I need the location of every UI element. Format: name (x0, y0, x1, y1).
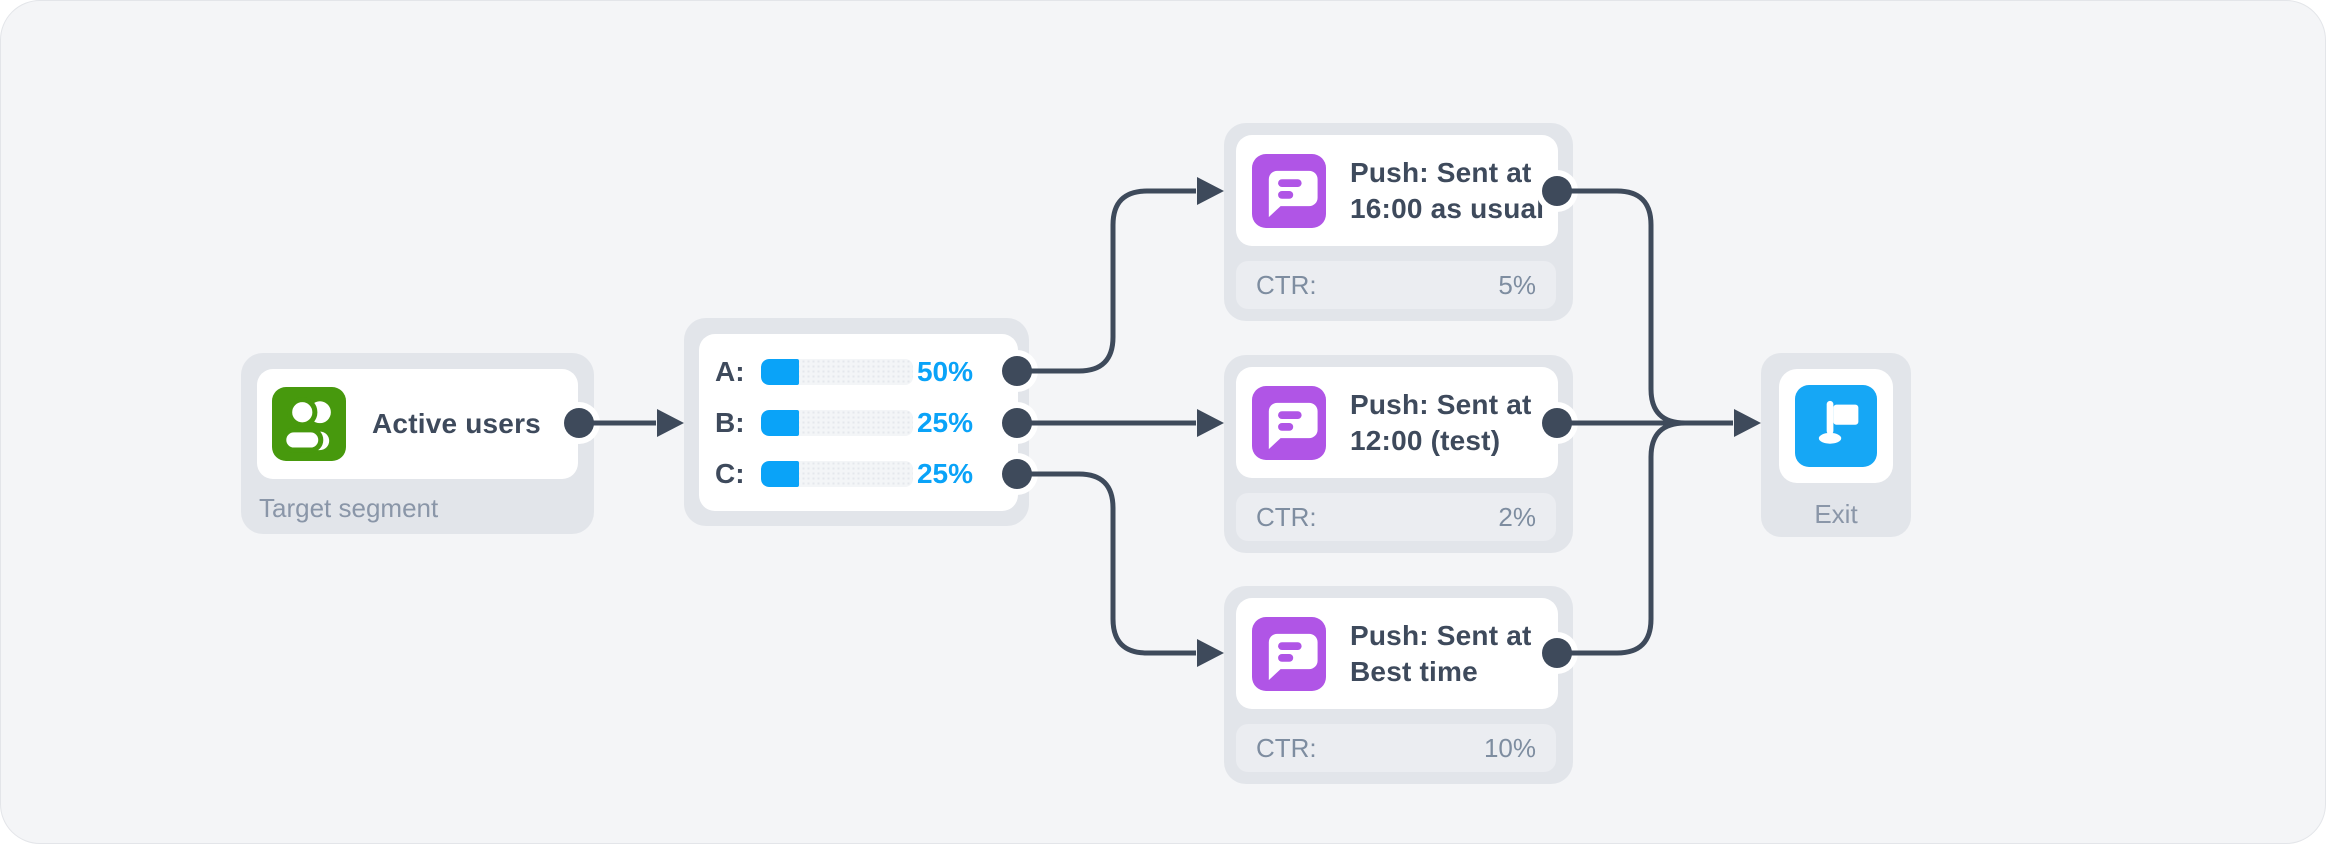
segment-node-body[interactable]: Active users (257, 369, 578, 479)
push-node-2-title: Push: Sent at 12:00 (test) (1350, 387, 1532, 459)
exit-node-body[interactable] (1779, 369, 1893, 483)
branch-b-percent: 25% (916, 406, 973, 438)
segment-caption: Target segment (259, 493, 439, 523)
split-branch-a: A: 50% (715, 355, 973, 389)
push-node-1-body[interactable]: Push: Sent at 16:00 as usual (1236, 135, 1558, 246)
split-branch-c: C: 25% (715, 457, 973, 491)
edge-branch-a-to-push1 (1017, 188, 1196, 374)
push-node-1-title: Push: Sent at 16:00 as usual (1350, 155, 1544, 227)
branch-c-label: C: (715, 457, 745, 489)
push-node-3-title-line1: Push: Sent at (1350, 619, 1532, 651)
push-node-1[interactable]: Push: Sent at 16:00 as usual CTR: 5% (1224, 123, 1573, 321)
branch-c-percent: 25% (916, 457, 973, 489)
push-node-1-title-line2: 16:00 as usual (1350, 192, 1545, 224)
arrowhead-into-push2 (1197, 409, 1224, 437)
users-icon (272, 387, 346, 461)
ab-split-body[interactable]: A: 50% B: 25% C: 25% (699, 334, 1018, 511)
edge-push3-to-exit (1557, 420, 1686, 656)
split-branch-b: B: 25% (715, 406, 973, 440)
arrowhead-into-split (657, 409, 684, 437)
push-message-icon (1252, 153, 1326, 228)
arrowhead-into-exit (1734, 409, 1761, 437)
branch-a-percent: 50% (916, 355, 973, 387)
push-node-2[interactable]: Push: Sent at 12:00 (test) CTR: 2% (1224, 355, 1573, 553)
branch-a-bar (761, 358, 913, 385)
ctr-value: 5% (1498, 269, 1536, 300)
exit-node[interactable]: Exit (1761, 353, 1911, 537)
ctr-label: CTR: (1256, 269, 1317, 300)
push-node-2-ctr: CTR: 2% (1236, 493, 1556, 541)
push-node-2-body[interactable]: Push: Sent at 12:00 (test) (1236, 367, 1558, 478)
flag-icon (1795, 385, 1877, 467)
branch-b-bar-fill (761, 409, 799, 436)
segment-node[interactable]: Active users Target segment (241, 353, 594, 534)
push-node-3-title: Push: Sent at Best time (1350, 618, 1532, 690)
ctr-value: 2% (1498, 501, 1536, 532)
push-node-2-title-line2: 12:00 (test) (1350, 424, 1501, 456)
edge-branch-c-to-push3 (1017, 471, 1196, 656)
push-node-3[interactable]: Push: Sent at Best time CTR: 10% (1224, 586, 1573, 784)
arrowhead-into-push1 (1197, 177, 1224, 205)
ab-split-node[interactable]: A: 50% B: 25% C: 25% (684, 318, 1029, 526)
ctr-value: 10% (1483, 732, 1536, 763)
push-node-1-title-line1: Push: Sent at (1350, 156, 1532, 188)
branch-a-label: A: (715, 355, 745, 387)
edge-push1-to-exit (1557, 188, 1686, 426)
branch-b-label: B: (715, 406, 745, 438)
branch-c-bar (761, 460, 913, 487)
segment-title: Active users (372, 408, 541, 439)
push-message-icon (1252, 616, 1326, 691)
push-node-3-ctr: CTR: 10% (1236, 724, 1556, 772)
branch-c-bar-fill (761, 460, 799, 487)
push-node-3-title-line2: Best time (1350, 655, 1478, 687)
ctr-label: CTR: (1256, 732, 1317, 763)
push-node-1-ctr: CTR: 5% (1236, 261, 1556, 309)
branch-a-bar-fill (761, 358, 799, 385)
exit-caption: Exit (1814, 499, 1858, 529)
ctr-label: CTR: (1256, 501, 1317, 532)
branch-b-bar (761, 409, 913, 436)
arrowhead-into-push3 (1197, 639, 1224, 667)
push-node-3-body[interactable]: Push: Sent at Best time (1236, 598, 1558, 709)
push-node-2-title-line1: Push: Sent at (1350, 388, 1532, 420)
push-message-icon (1252, 385, 1326, 460)
